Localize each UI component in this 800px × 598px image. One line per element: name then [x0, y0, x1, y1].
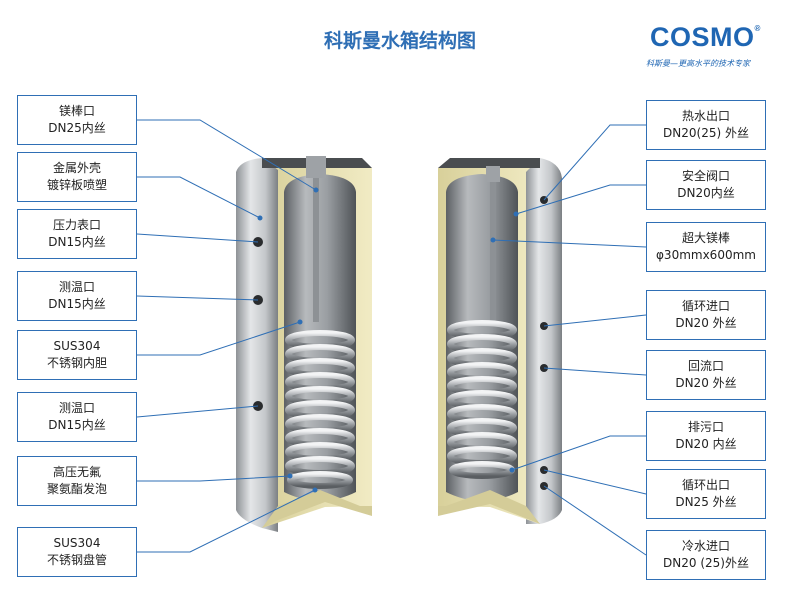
label-spec: DN20 内丝 — [675, 437, 737, 451]
label-spec: DN20 外丝 — [675, 376, 737, 390]
dot — [312, 487, 318, 493]
leader-coil-pipe — [137, 489, 316, 553]
label-title: 测温口 — [58, 280, 95, 294]
label-pressure-gauge-port: 压力表口 DN15内丝 — [17, 209, 137, 259]
leader-foam — [137, 475, 291, 482]
label-title: 测温口 — [58, 401, 95, 415]
label-title: 回流口 — [687, 359, 724, 373]
label-spec: 镀锌板喷塑 — [46, 178, 107, 192]
label-title: 镁棒口 — [58, 104, 95, 118]
label-title: 循环进口 — [681, 299, 730, 313]
label-title: SUS304 — [53, 339, 101, 353]
leader-hot-water-outlet — [543, 124, 646, 201]
left-leader-lines — [136, 119, 317, 553]
left-leader-dots — [257, 187, 319, 493]
label-spec: 聚氨酯发泡 — [46, 482, 107, 496]
label-spec: 不锈钢内胆 — [46, 356, 107, 370]
label-title: 冷水进口 — [681, 539, 730, 553]
label-magnesium-rod-port: 镁棒口 DN25内丝 — [17, 95, 137, 145]
label-coil-pipe: SUS304 不锈钢盘管 — [17, 527, 137, 577]
label-spec: DN15内丝 — [48, 235, 106, 249]
label-metal-shell: 金属外壳镀锌板喷塑 — [17, 152, 137, 202]
label-spec: DN20 (25)外丝 — [663, 556, 749, 570]
leader-temperature-lower — [136, 405, 259, 418]
label-temperature-port-lower: 测温口 DN15内丝 — [17, 392, 137, 442]
label-title: 排污口 — [687, 420, 724, 434]
label-inner-tank: SUS304 不锈钢内胆 — [17, 330, 137, 380]
label-safety-valve-port: 安全阀口 DN20内丝 — [646, 160, 766, 210]
label-spec: DN15内丝 — [48, 297, 106, 311]
dot — [513, 211, 519, 217]
leader-circulation-inlet — [543, 314, 647, 327]
left-tank-shell — [236, 158, 278, 532]
label-hot-water-outlet: 热水出口 DN20(25) 外丝 — [646, 100, 766, 150]
label-cold-water-inlet: 冷水进口 DN20 (25)外丝 — [646, 530, 766, 580]
label-title: 压力表口 — [52, 218, 101, 232]
dot — [509, 467, 515, 473]
dot — [490, 237, 496, 243]
label-title: 高压无氟 — [52, 465, 101, 479]
label-title: 安全阀口 — [681, 169, 730, 183]
label-title: 循环出口 — [681, 478, 730, 492]
label-spec: DN25 外丝 — [675, 495, 737, 509]
label-temperature-port-upper: 测温口 DN15内丝 — [17, 271, 137, 321]
dot — [313, 187, 319, 193]
right-leader-lines — [492, 124, 647, 556]
logo-text: COSMO — [650, 22, 755, 52]
label-circulation-outlet: 循环出口 DN25 外丝 — [646, 469, 766, 519]
brand-logo: COSMO® — [650, 22, 761, 53]
leader-pressure-gauge-port — [136, 233, 259, 243]
label-spec: DN25内丝 — [48, 121, 106, 135]
label-spec: DN20 外丝 — [675, 316, 737, 330]
right-tank-cutaway — [438, 158, 562, 524]
right-tank-bottom-wedge — [438, 490, 540, 524]
label-title: 金属外壳 — [52, 161, 101, 175]
left-rod-cap — [306, 156, 326, 178]
label-spec: DN15内丝 — [48, 418, 106, 432]
right-tank-shell — [526, 158, 562, 524]
label-circulation-inlet: 循环进口 DN20 外丝 — [646, 290, 766, 340]
leader-safety-valve — [515, 184, 646, 215]
diagram-title: 科斯曼水箱结构图 — [323, 30, 476, 52]
left-heating-coil — [285, 330, 355, 489]
dot — [287, 473, 293, 479]
label-title: 超大镁棒 — [681, 231, 730, 245]
right-tank-top-edge — [438, 158, 540, 168]
label-spec: DN20(25) 外丝 — [663, 126, 749, 140]
left-tank-bottom-wedge — [262, 490, 372, 528]
leader-circulation-outlet — [543, 469, 647, 495]
left-tank-cutaway — [236, 156, 372, 532]
leader-cold-water-inlet — [543, 485, 647, 556]
label-spec: DN20内丝 — [677, 186, 735, 200]
dot — [257, 215, 263, 221]
leader-metal-shell — [137, 176, 261, 219]
leader-temperature-upper — [136, 295, 259, 301]
leader-drain — [511, 435, 646, 471]
dot — [297, 319, 303, 325]
label-spec: φ30mmx600mm — [656, 248, 756, 262]
right-leader-dots — [490, 211, 519, 473]
right-rod-cap — [486, 166, 500, 182]
left-magnesium-rod — [313, 162, 319, 322]
label-title: SUS304 — [53, 536, 101, 550]
right-magnesium-rod — [490, 172, 496, 322]
right-heating-coil — [447, 320, 517, 479]
label-return-port: 回流口 DN20 外丝 — [646, 350, 766, 400]
label-large-magnesium-rod: 超大镁棒 φ30mmx600mm — [646, 222, 766, 272]
registered-mark: ® — [754, 24, 761, 33]
leader-magnesium-rod-port — [137, 119, 317, 191]
brand-tagline: 科斯曼—更高水平的技术专家 — [646, 59, 750, 68]
label-spec: 不锈钢盘管 — [46, 553, 107, 567]
label-polyurethane-foam: 高压无氟聚氨酯发泡 — [17, 456, 137, 506]
label-drain-port: 排污口 DN20 内丝 — [646, 411, 766, 461]
leader-return — [543, 367, 647, 376]
leader-inner-tank — [137, 321, 301, 356]
leader-large-rod — [492, 239, 647, 248]
label-title: 热水出口 — [681, 109, 730, 123]
